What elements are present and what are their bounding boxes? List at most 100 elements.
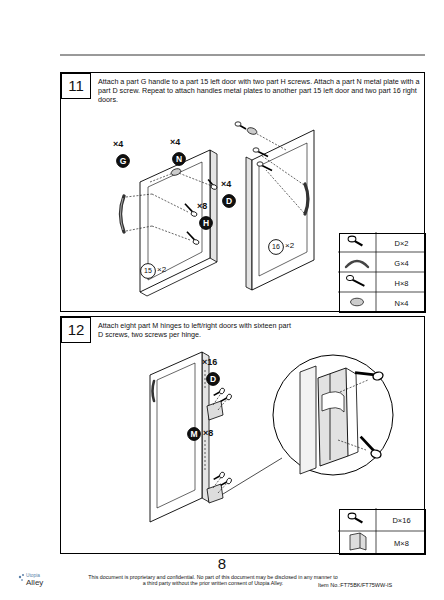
circle-shape — [188, 428, 201, 441]
part-count: N×4 — [378, 294, 425, 313]
part-count: D×2 — [378, 234, 425, 253]
step-number: 12 — [62, 318, 90, 342]
plate-icon — [351, 298, 364, 306]
right-door — [246, 130, 314, 290]
quantity: ×16 — [202, 357, 217, 368]
table-grid — [338, 508, 425, 554]
quantity: ×8 — [203, 428, 213, 439]
screw-d — [235, 122, 246, 129]
part-callout: H — [199, 216, 213, 230]
quantity: ×4 — [113, 139, 123, 150]
circle-shape — [141, 264, 156, 279]
screw-d — [221, 476, 233, 489]
callout-label: M — [187, 427, 201, 441]
part-callout: N — [172, 152, 186, 166]
door — [150, 352, 209, 522]
item-number: Item No.:FT75BK/FT75WW-IS — [318, 582, 392, 589]
screw-d — [356, 437, 385, 460]
screw-d — [355, 364, 384, 387]
screw-h — [253, 148, 268, 157]
part-callout: M — [187, 427, 201, 441]
parts-table: D×16M×8 — [339, 509, 426, 555]
callout-label: H — [199, 216, 213, 230]
circle-shape — [173, 153, 186, 166]
page-number: 8 — [202, 555, 242, 573]
step-frame: Attach eight part M hinges to left/right… — [60, 316, 425, 554]
circle-shape — [117, 155, 130, 168]
door-face — [150, 352, 202, 522]
handle — [121, 196, 125, 232]
screw-icon — [348, 513, 362, 522]
hinge-fold — [330, 368, 358, 460]
part-count: D×16 — [378, 510, 425, 532]
hole-marks — [205, 370, 206, 470]
step-number-box: 11 — [61, 73, 91, 99]
quantity: ×2 — [285, 241, 294, 251]
door-edge — [210, 150, 217, 262]
door-edge — [140, 262, 217, 296]
callout-label: D — [206, 372, 220, 386]
hinge — [207, 484, 223, 503]
leader-dash — [126, 194, 190, 240]
table-grid — [338, 232, 425, 312]
leader-dash — [213, 392, 228, 493]
part-number-circle: 15 — [140, 263, 156, 279]
logo-text: Alley — [26, 578, 43, 588]
callout-label: D — [222, 194, 236, 208]
screw-d — [221, 392, 233, 405]
footer-note: This document is proprietary and confide… — [88, 574, 338, 587]
screw-h — [184, 232, 201, 245]
leader-dash — [250, 130, 304, 213]
part-count: H×8 — [378, 274, 425, 293]
quantity: ×4 — [221, 179, 231, 190]
parts-table: D×2G×4H×8N×4 — [339, 233, 426, 313]
step-frame: Attach a part G handle to a part 15 left… — [60, 72, 425, 312]
handle — [305, 184, 308, 214]
callout-label: G — [116, 154, 130, 168]
circle-shape — [269, 240, 284, 255]
quantity: ×2 — [157, 265, 166, 275]
door-edge — [300, 366, 316, 474]
screw-d — [206, 180, 219, 191]
part-callout: D — [206, 372, 220, 386]
part-number-circle: 16 — [268, 239, 284, 255]
callout-label: N — [172, 152, 186, 166]
handle-shine — [121, 198, 124, 230]
screw-icon — [348, 236, 362, 245]
part-count: G×4 — [378, 254, 425, 273]
screw-d — [214, 386, 226, 399]
logo-dot — [22, 574, 24, 576]
step-number: 11 — [62, 74, 90, 98]
door-panel — [148, 162, 202, 280]
quantity: ×8 — [197, 201, 207, 212]
hinge-plate — [318, 368, 348, 466]
screw-icon — [346, 275, 364, 285]
logo-mark — [19, 574, 24, 581]
screw-d — [214, 470, 226, 483]
instruction-text: Attach a part G handle to a part 15 left… — [98, 77, 423, 105]
logo-dot — [19, 576, 21, 578]
part-callout: D — [222, 194, 236, 208]
callout-label: 15 — [140, 263, 156, 279]
circle-shape — [207, 373, 220, 386]
handle — [153, 381, 155, 401]
step-number-box: 12 — [61, 317, 91, 343]
part-count: M×8 — [378, 533, 425, 555]
logo-text: Utopia — [26, 573, 40, 579]
metal-plate — [170, 167, 181, 176]
quantity: ×4 — [170, 137, 180, 148]
screw-h — [182, 204, 199, 217]
door-face — [252, 130, 314, 290]
door-panel — [259, 143, 307, 276]
circle-shape — [200, 217, 213, 230]
zoom-leader — [223, 458, 282, 494]
instruction-text: Attach eight part M hinges to left/right… — [98, 321, 293, 339]
circle-shape — [223, 195, 236, 208]
hinge — [207, 401, 223, 420]
left-door — [140, 150, 217, 296]
callout-label: 16 — [268, 239, 284, 255]
metal-plate — [246, 126, 257, 135]
door-edge — [246, 157, 252, 290]
zoom-circle — [273, 355, 393, 475]
